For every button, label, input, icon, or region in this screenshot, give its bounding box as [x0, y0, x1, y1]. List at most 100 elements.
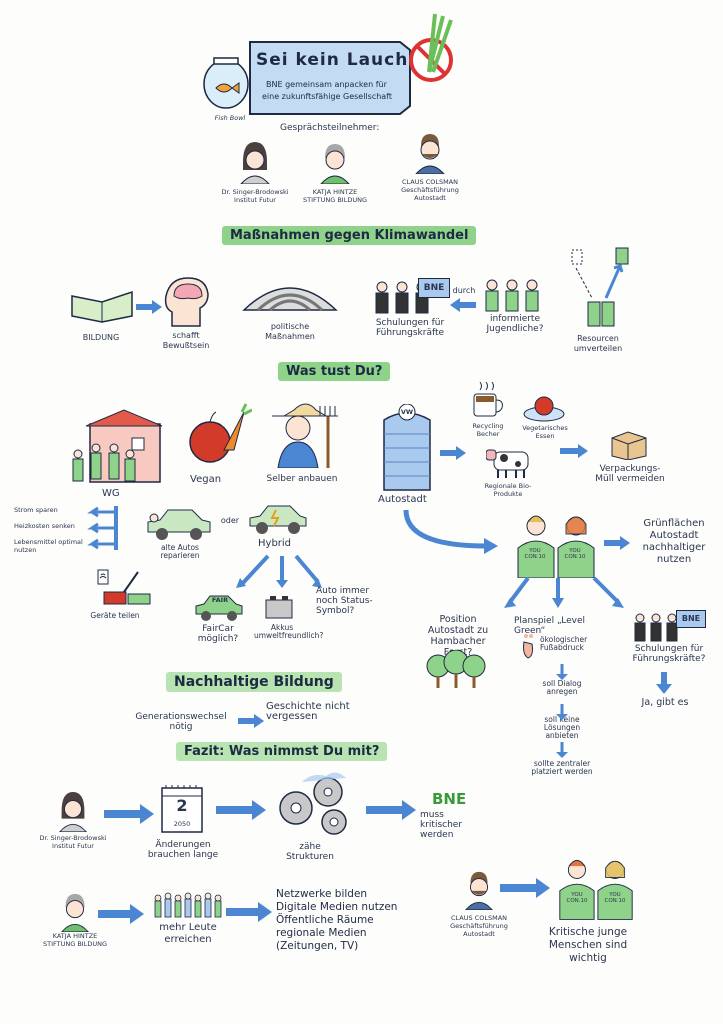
cardboard-box-icon — [611, 431, 647, 460]
shirt-text: YOU CON.10 — [604, 892, 626, 904]
label-fussabdruck: ökologischer Fußabdruck — [540, 635, 588, 652]
arrow-right-icon — [366, 800, 416, 820]
vw-tower-icon — [383, 404, 431, 491]
vegetarian-plate-icon — [523, 396, 565, 422]
label-mehr: mehr Leute erreichen — [159, 922, 217, 945]
arrow-right-icon — [136, 300, 162, 314]
label-vegan: Vegan — [190, 474, 222, 485]
participant-2: KATJA HINTZE STIFTUNG BILDUNG — [295, 140, 375, 204]
participant-3: CLAUS COLSMAN Geschäftsführung Autostadt — [390, 130, 470, 202]
no-leek-icon — [409, 13, 453, 82]
arrow-right-icon — [226, 902, 272, 922]
label-oder: oder — [220, 516, 240, 525]
label-generation: Generationswechsel nötig — [135, 712, 227, 732]
participant-org: Institut Futur — [234, 196, 276, 204]
section-title-fazit: Fazit: Was nimmst Du mit? — [176, 742, 388, 761]
label-zaehe: zähe Strukturen — [286, 842, 334, 862]
label-vegetarisch: Vegetarisches Essen — [522, 424, 568, 440]
avatar — [319, 144, 351, 185]
planspiel-down-arrows — [556, 664, 568, 758]
participant-org: Institut Futur — [52, 842, 94, 850]
label-bildung: BILDUNG — [82, 333, 120, 342]
bne-sign: BNE — [418, 278, 450, 298]
section-title-nachhaltige-bildung: Nachhaltige Bildung — [166, 672, 342, 692]
label-wg: WG — [102, 488, 120, 499]
label-ja: Ja, gibt es — [641, 697, 689, 708]
hybrid-arrows — [236, 554, 322, 588]
list-item: Digitale Medien nutzen — [276, 901, 398, 913]
label-hybrid: Hybrid — [258, 538, 292, 549]
participant-org: STIFTUNG BILDUNG — [43, 940, 107, 948]
label-geschichte: Geschichte nicht vergessen — [266, 701, 350, 722]
cow-icon — [486, 449, 529, 478]
shirt-text: YOU CON.10 — [524, 548, 546, 560]
shirt-text: YOU CON.10 — [566, 892, 588, 904]
participant-1: Dr. Singer-Brodowski Institut Futur — [215, 140, 295, 204]
house-icon — [72, 409, 163, 483]
youth-arrows — [504, 576, 624, 608]
parliament-icon — [242, 287, 338, 312]
old-car-icon — [147, 509, 211, 540]
label-schulungen2: Schulungen für Führungskräfte? — [632, 644, 706, 664]
label-akkus: Akkus umweltfreundlich? — [254, 623, 324, 640]
label-verpackung: Verpackungs-Müll vermeiden — [595, 464, 665, 484]
avatar — [414, 134, 446, 175]
avatar — [464, 871, 494, 910]
participant-name: Dr. Singer-Brodowski — [39, 834, 107, 842]
arrow-right-icon — [98, 904, 144, 924]
label-durch: durch — [452, 286, 476, 295]
resource-shift-icon — [571, 247, 629, 327]
faircar-sign: FAIR — [211, 596, 229, 604]
label-bne: BNE — [432, 790, 467, 808]
arrow-right-icon — [560, 444, 588, 458]
label-aenderungen: Änderungen brauchen lange — [147, 840, 219, 860]
fishbowl-icon — [203, 57, 249, 109]
arrow-right-icon — [500, 878, 550, 898]
farmer-icon — [272, 403, 338, 468]
participant-name: Dr. Singer-Brodowski — [221, 188, 289, 196]
label-ressourcen: Resourcen umverteilen — [573, 334, 623, 353]
bne-sign: BNE — [676, 610, 706, 628]
gears-icon — [279, 772, 347, 835]
arrow-down-icon — [656, 672, 672, 694]
participant-org: Geschäftsführung Autostadt — [450, 922, 508, 938]
wg-item: Strom sparen — [14, 506, 58, 514]
label-dialog: soll Dialog anregen — [542, 679, 582, 696]
wg-bracket-arrows — [87, 506, 118, 550]
netzwerke-list: Netzwerke bilden Digitale Medien nutzen … — [276, 888, 416, 953]
subtitle-line2: eine zukunftsfähige Gesellschaft — [262, 92, 393, 101]
avatar — [58, 792, 88, 832]
participant-name: CLAUS COLSMAN — [450, 914, 508, 922]
label-kritischer: muss kritischer werden — [420, 810, 463, 840]
book-icon — [71, 290, 133, 323]
hybrid-car-icon — [249, 505, 307, 534]
wg-item: Heizkosten senken — [14, 522, 75, 530]
label-status: Auto immer noch Status-Symbol? — [316, 586, 373, 616]
fishbowl-caption: Fish Bowl — [214, 114, 246, 122]
arrow-right-icon — [216, 800, 266, 820]
arrow-right-icon — [604, 536, 630, 550]
battery-icon — [265, 596, 293, 619]
label-faircar: FairCar möglich? — [197, 624, 239, 644]
label-recycling: Recycling Becher — [472, 422, 504, 438]
list-item: Netzwerke bilden — [276, 888, 368, 900]
participant-name: KATJA HINTZE — [52, 932, 98, 940]
wifi-lawnmower-icon — [97, 569, 151, 605]
brain-head-icon — [164, 277, 209, 327]
label-informierte: informierte Jugendliche? — [486, 314, 544, 334]
calendar-icon — [161, 785, 203, 833]
label-autos: alte Autos reparieren — [160, 543, 200, 560]
wg-item: Lebensmittel optimal nutzen — [14, 538, 83, 554]
avatar — [60, 893, 90, 932]
title-banner — [249, 41, 411, 115]
participant-name: KATJA HINTZE — [312, 188, 358, 196]
coffee-cup-icon — [473, 381, 503, 417]
arrow-left-icon — [450, 298, 476, 312]
arrow-autostadt-to-youth — [403, 510, 498, 554]
participant-name: CLAUS COLSMAN — [401, 178, 459, 186]
subtitle-line1: BNE gemeinsam anpacken für — [266, 80, 387, 89]
label-politik: politische Maßnahmen — [265, 322, 315, 341]
label-autostadt: Autostadt — [378, 494, 427, 505]
label-regional: Regionale Bio-Produkte — [484, 482, 532, 498]
shirt-text: YOU CON.10 — [564, 548, 586, 560]
